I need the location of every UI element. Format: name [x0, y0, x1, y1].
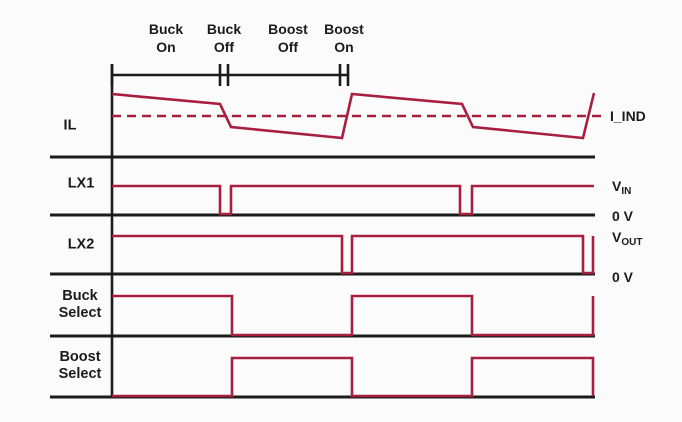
- level-label-text: I_IND: [610, 108, 646, 124]
- row-label-il: IL: [64, 118, 77, 135]
- level-label-subscript: IN: [621, 186, 632, 197]
- level-label-subscript: OUT: [621, 237, 643, 248]
- phase-label-bottom-line: On: [156, 39, 176, 55]
- waveform-buck-select-logic: [112, 294, 595, 337]
- row-label-line: Select: [58, 305, 102, 321]
- waveform-IL-current: [111, 92, 596, 140]
- row-label-line: LX1: [67, 175, 95, 192]
- row-label-lx1: LX1: [68, 176, 95, 193]
- phase-label-top-line: Boost: [268, 21, 308, 37]
- row-label-line: IL: [63, 117, 77, 134]
- level-label-text: V: [612, 178, 622, 194]
- row-label-lx2: LX2: [68, 237, 95, 254]
- level-label-text: 0 V: [612, 269, 634, 285]
- level-label-vout: VOUT: [612, 229, 643, 248]
- level-label-0v: 0 V: [612, 208, 633, 224]
- level-label-0v: 0 V: [612, 269, 633, 285]
- row-label-line: LX2: [67, 236, 95, 253]
- level-label-iind: I_IND: [610, 108, 646, 124]
- waveform-LX2-node: [112, 234, 595, 275]
- phase-label-top-line: Boost: [324, 21, 364, 37]
- row-label-line: Select: [58, 366, 102, 382]
- row-label-line: Boost: [59, 349, 101, 365]
- waveform-LX1-node: [112, 184, 594, 216]
- level-label-vin: VIN: [612, 178, 632, 197]
- level-label-text: 0 V: [612, 208, 634, 224]
- phase-label-bottom-line: Off: [277, 39, 299, 55]
- phase-label-bottom-line: On: [334, 39, 354, 55]
- level-label-text: V: [612, 229, 622, 245]
- row-label-line: Buck: [62, 288, 98, 304]
- phase-label-top-line: Buck: [148, 21, 184, 37]
- waveform-boost-select-logic: [112, 356, 595, 398]
- phase-label-bottom-line: Off: [213, 39, 235, 55]
- phase-label-top-line: Buck: [206, 21, 242, 37]
